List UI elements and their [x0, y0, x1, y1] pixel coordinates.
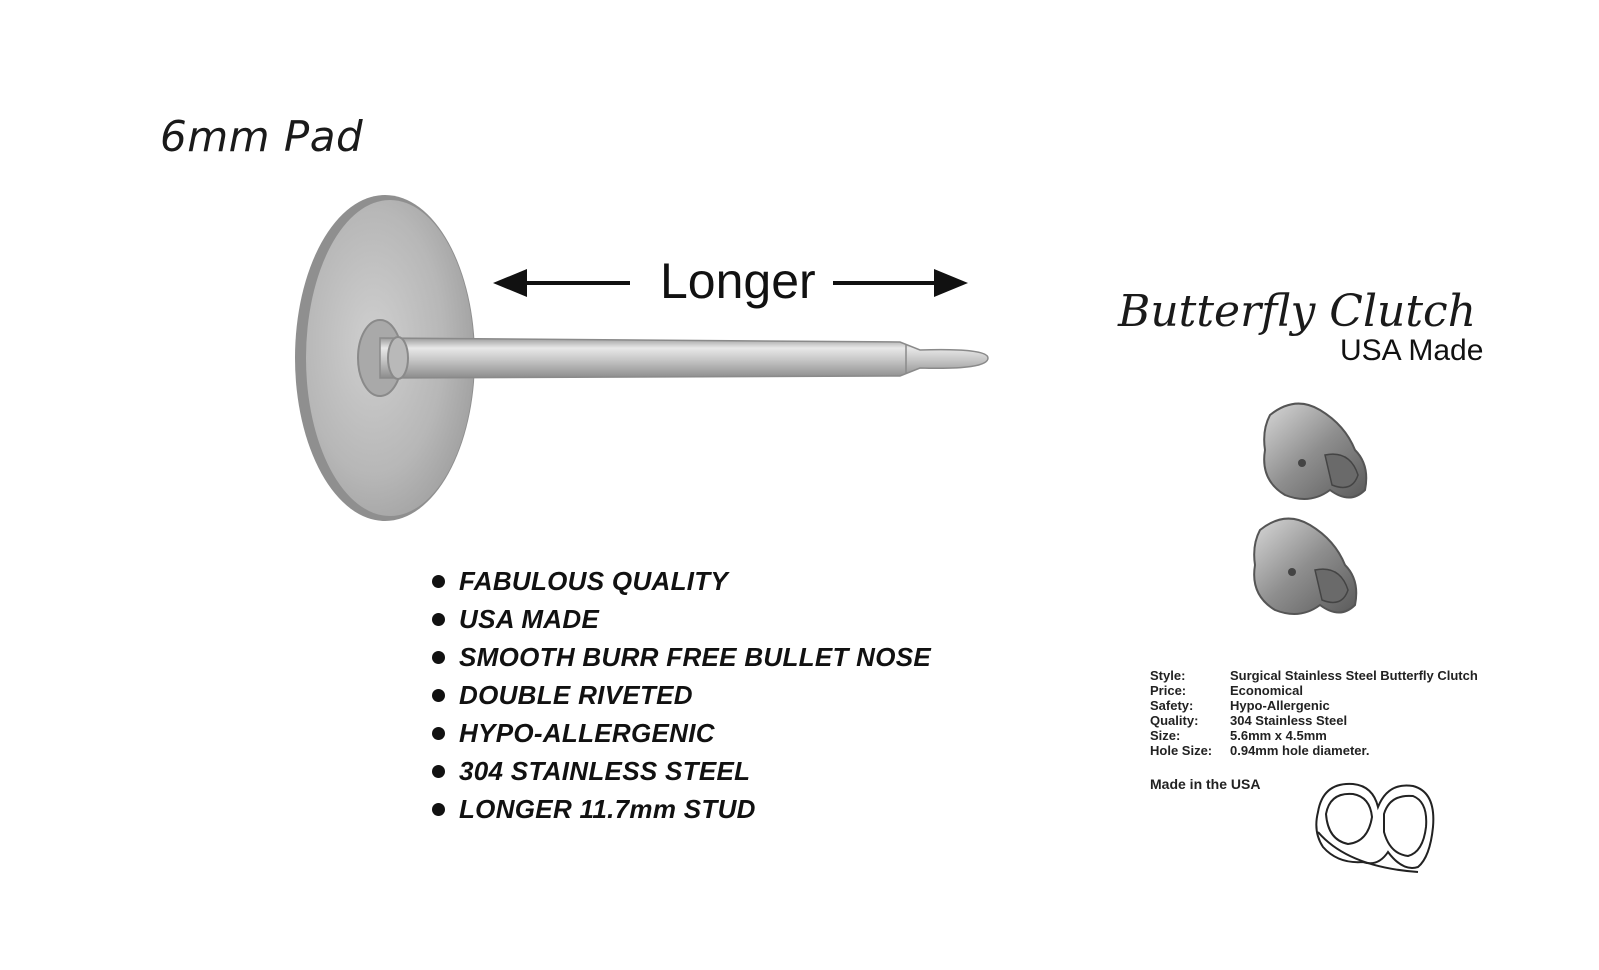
- bullet-icon: [432, 726, 445, 740]
- feature-text: DOUBLE RIVETED: [459, 679, 693, 710]
- feature-item: USA MADE: [432, 600, 931, 638]
- spec-value: 304 Stainless Steel: [1230, 713, 1348, 728]
- spec-label: Size:: [1150, 728, 1181, 743]
- clutch-title: Butterfly Clutch: [1118, 286, 1477, 337]
- feature-text: USA MADE: [459, 603, 600, 634]
- spec-value: 0.94mm hole diameter.: [1230, 743, 1370, 758]
- feature-text: FABULOUS QUALITY: [459, 565, 729, 596]
- feature-item: FABULOUS QUALITY: [432, 562, 931, 600]
- spec-value: Hypo-Allergenic: [1230, 698, 1330, 713]
- spec-row: Hole Size: 0.94mm hole diameter.: [1150, 743, 1478, 758]
- bullet-icon: [432, 650, 445, 664]
- spec-row: Safety: Hypo-Allergenic: [1150, 698, 1478, 713]
- spec-row: Price: Economical: [1150, 683, 1478, 698]
- bullet-icon: [432, 688, 445, 702]
- bullet-icon: [432, 612, 445, 626]
- spec-row: Size: 5.6mm x 4.5mm: [1150, 728, 1478, 743]
- feature-text: HYPO-ALLERGENIC: [459, 717, 715, 748]
- spec-label: Price:: [1150, 683, 1187, 698]
- bullet-icon: [432, 802, 445, 816]
- arrow-left-icon: [493, 269, 527, 297]
- clutch-bottom: [1253, 517, 1358, 615]
- feature-item: 304 STAINLESS STEEL: [432, 752, 931, 790]
- spec-label: Style:: [1150, 668, 1186, 683]
- spec-value: Economical: [1230, 683, 1303, 698]
- spec-label: Safety:: [1150, 698, 1194, 713]
- feature-list: FABULOUS QUALITY USA MADE SMOOTH BURR FR…: [432, 562, 931, 828]
- feature-item: SMOOTH BURR FREE BULLET NOSE: [432, 638, 931, 676]
- feature-item: LONGER 11.7mm STUD: [432, 790, 931, 828]
- spec-table: Style: Surgical Stainless Steel Butterfly…: [1150, 668, 1478, 758]
- butterfly-clutch-image: [1253, 402, 1368, 615]
- feature-item: DOUBLE RIVETED: [432, 676, 931, 714]
- spec-label: Quality:: [1150, 713, 1199, 728]
- feature-text: 304 STAINLESS STEEL: [459, 755, 751, 786]
- spec-value: 5.6mm x 4.5mm: [1230, 728, 1327, 743]
- pad-size-title: 6mm Pad: [160, 112, 364, 161]
- arrow-right-icon: [934, 269, 968, 297]
- spec-row: Quality: 304 Stainless Steel: [1150, 713, 1478, 728]
- bullet-icon: [432, 764, 445, 778]
- longer-label: Longer: [660, 253, 816, 309]
- spec-value: Surgical Stainless Steel Butterfly Clutc…: [1230, 668, 1478, 683]
- feature-item: HYPO-ALLERGENIC: [432, 714, 931, 752]
- feature-text: SMOOTH BURR FREE BULLET NOSE: [459, 641, 932, 672]
- earring-stud-image: [295, 195, 989, 521]
- spec-label: Hole Size:: [1150, 743, 1213, 758]
- longer-arrows: [493, 269, 968, 297]
- bullet-icon: [432, 574, 445, 588]
- clutch-subtitle: USA Made: [1340, 334, 1484, 367]
- made-in-usa-note: Made in the USA: [1150, 776, 1261, 792]
- clutch-outline-drawing: [1315, 782, 1435, 873]
- feature-text: LONGER 11.7mm STUD: [459, 793, 756, 824]
- clutch-top: [1263, 402, 1368, 500]
- spec-row: Style: Surgical Stainless Steel Butterfly…: [1150, 668, 1478, 683]
